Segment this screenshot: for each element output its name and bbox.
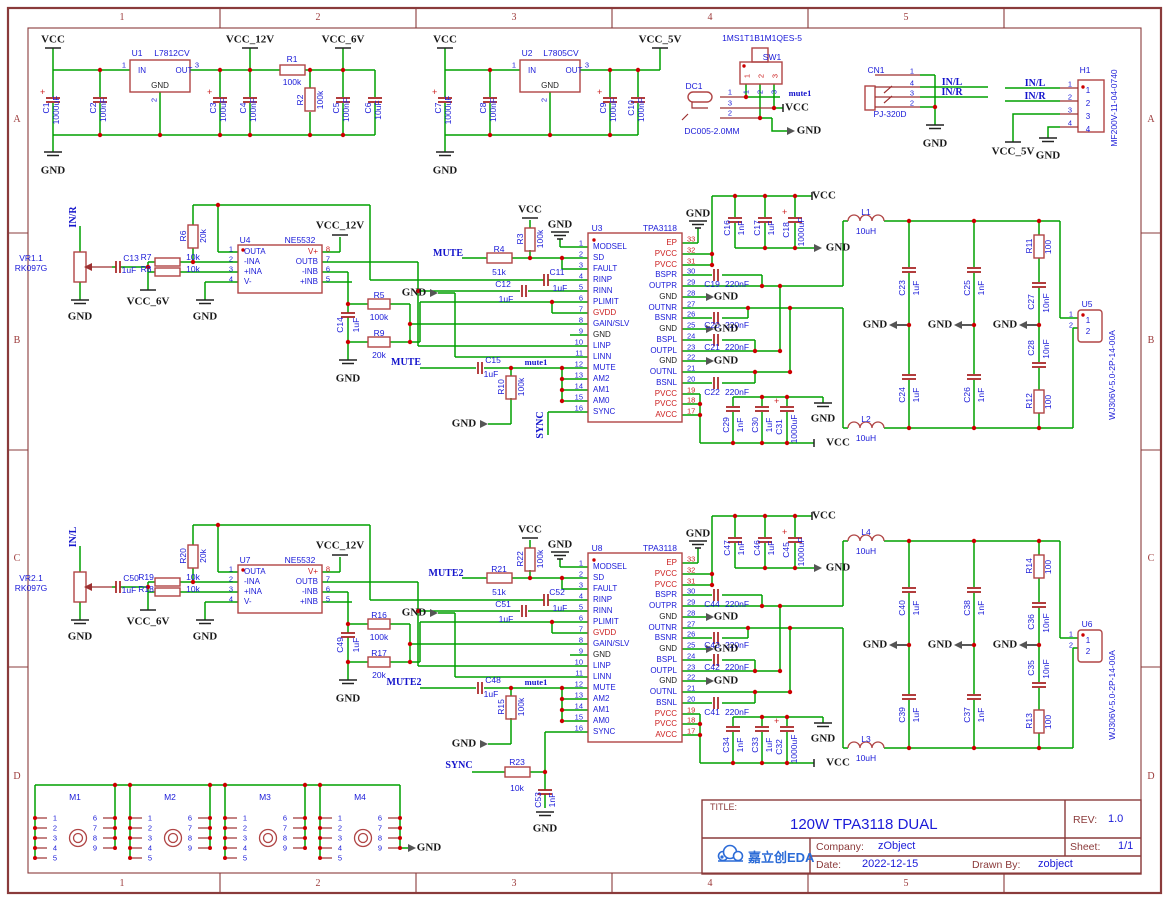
svg-text:+: + bbox=[207, 87, 212, 97]
title-block-frame bbox=[701, 799, 1142, 875]
company-label: Company: bbox=[816, 841, 864, 853]
company-value: zObject bbox=[878, 840, 916, 852]
u4-opamp-body bbox=[237, 244, 323, 294]
sheet-title: 120W TPA3118 DUAL bbox=[790, 816, 938, 833]
u5-connector-body bbox=[1077, 309, 1103, 343]
rev-label: REV: bbox=[1073, 814, 1098, 826]
u3-tpa3118-body bbox=[587, 232, 683, 423]
drawn-by-label: Drawn By: bbox=[972, 859, 1021, 871]
u1-regulator-body bbox=[129, 59, 191, 93]
jlceda-logo-icon bbox=[717, 844, 744, 862]
pin-lines bbox=[86, 74, 1078, 588]
u7-opamp-body bbox=[237, 564, 323, 614]
svg-text:+: + bbox=[432, 87, 437, 97]
sw1-actuator bbox=[751, 47, 769, 63]
sw1-body bbox=[739, 61, 783, 85]
u2-regulator-body bbox=[519, 59, 581, 93]
rev-value: 1.0 bbox=[1108, 813, 1124, 825]
date-label: Date: bbox=[816, 859, 842, 871]
cn1-jack-body bbox=[864, 85, 876, 111]
wires bbox=[34, 48, 1078, 858]
jlceda-logo-text: 嘉立创EDA bbox=[748, 850, 815, 865]
h1-header-body bbox=[1077, 79, 1105, 133]
u8-tpa3118-body bbox=[587, 552, 683, 743]
svg-text:+: + bbox=[774, 396, 779, 406]
inductors bbox=[847, 214, 885, 749]
vr1-wiper-arrow bbox=[84, 263, 92, 271]
drawn-by-value: zobject bbox=[1038, 858, 1073, 870]
svg-text:+: + bbox=[774, 716, 779, 726]
sheet-label: Sheet: bbox=[1070, 841, 1101, 853]
vr2-wiper-arrow bbox=[84, 583, 92, 591]
title-label: TITLE: bbox=[710, 802, 738, 812]
date-value: 2022-12-15 bbox=[862, 858, 919, 870]
u6-connector-body bbox=[1077, 629, 1103, 663]
svg-text:+: + bbox=[782, 527, 787, 537]
svg-text:+: + bbox=[597, 87, 602, 97]
dc1-barrel bbox=[687, 91, 713, 103]
sheet-value: 1/1 bbox=[1118, 840, 1134, 852]
svg-text:+: + bbox=[782, 207, 787, 217]
svg-text:+: + bbox=[40, 87, 45, 97]
component-outlines bbox=[73, 47, 1105, 778]
power-symbols bbox=[45, 47, 1039, 767]
sheet-frame bbox=[6, 6, 1163, 895]
